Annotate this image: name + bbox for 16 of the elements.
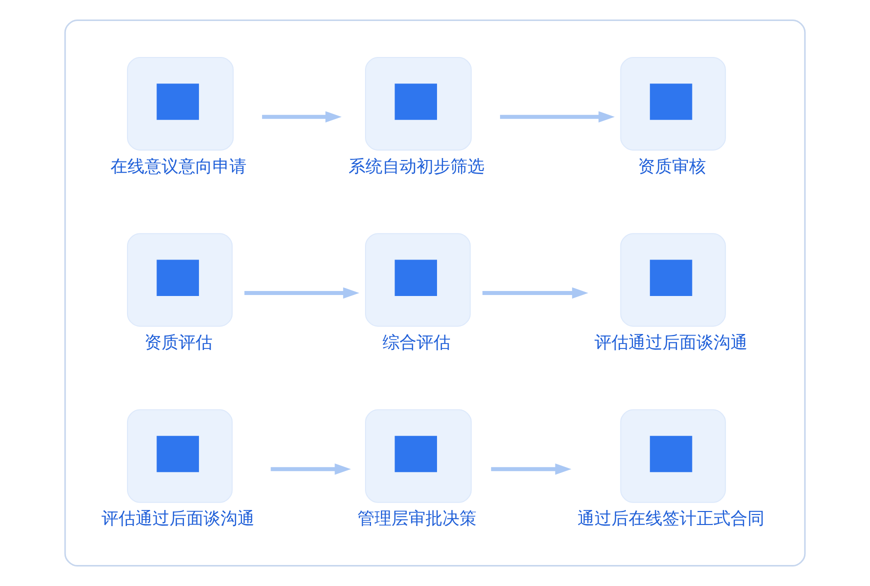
node-label: 资质评估 xyxy=(144,332,213,353)
node-label: 在线意议意向申请 xyxy=(110,156,246,177)
node-label: 系统自动初步筛选 xyxy=(348,156,484,177)
node-label: 通过后在线签计正式合同 xyxy=(577,509,764,530)
node-label: 评估通过后面谈沟通 xyxy=(101,509,254,530)
node-label: 评估通过后面谈沟通 xyxy=(594,332,748,353)
arrow xyxy=(244,287,360,299)
arrow xyxy=(262,111,342,122)
arrow xyxy=(500,111,615,122)
node-label: 管理层审批决策 xyxy=(357,509,476,530)
node-label: 综合评估 xyxy=(382,332,451,353)
cluster xyxy=(64,19,806,567)
arrow xyxy=(270,464,351,475)
node-label: 资质审核 xyxy=(638,156,706,177)
arrow xyxy=(491,464,572,475)
arrow xyxy=(482,287,588,299)
